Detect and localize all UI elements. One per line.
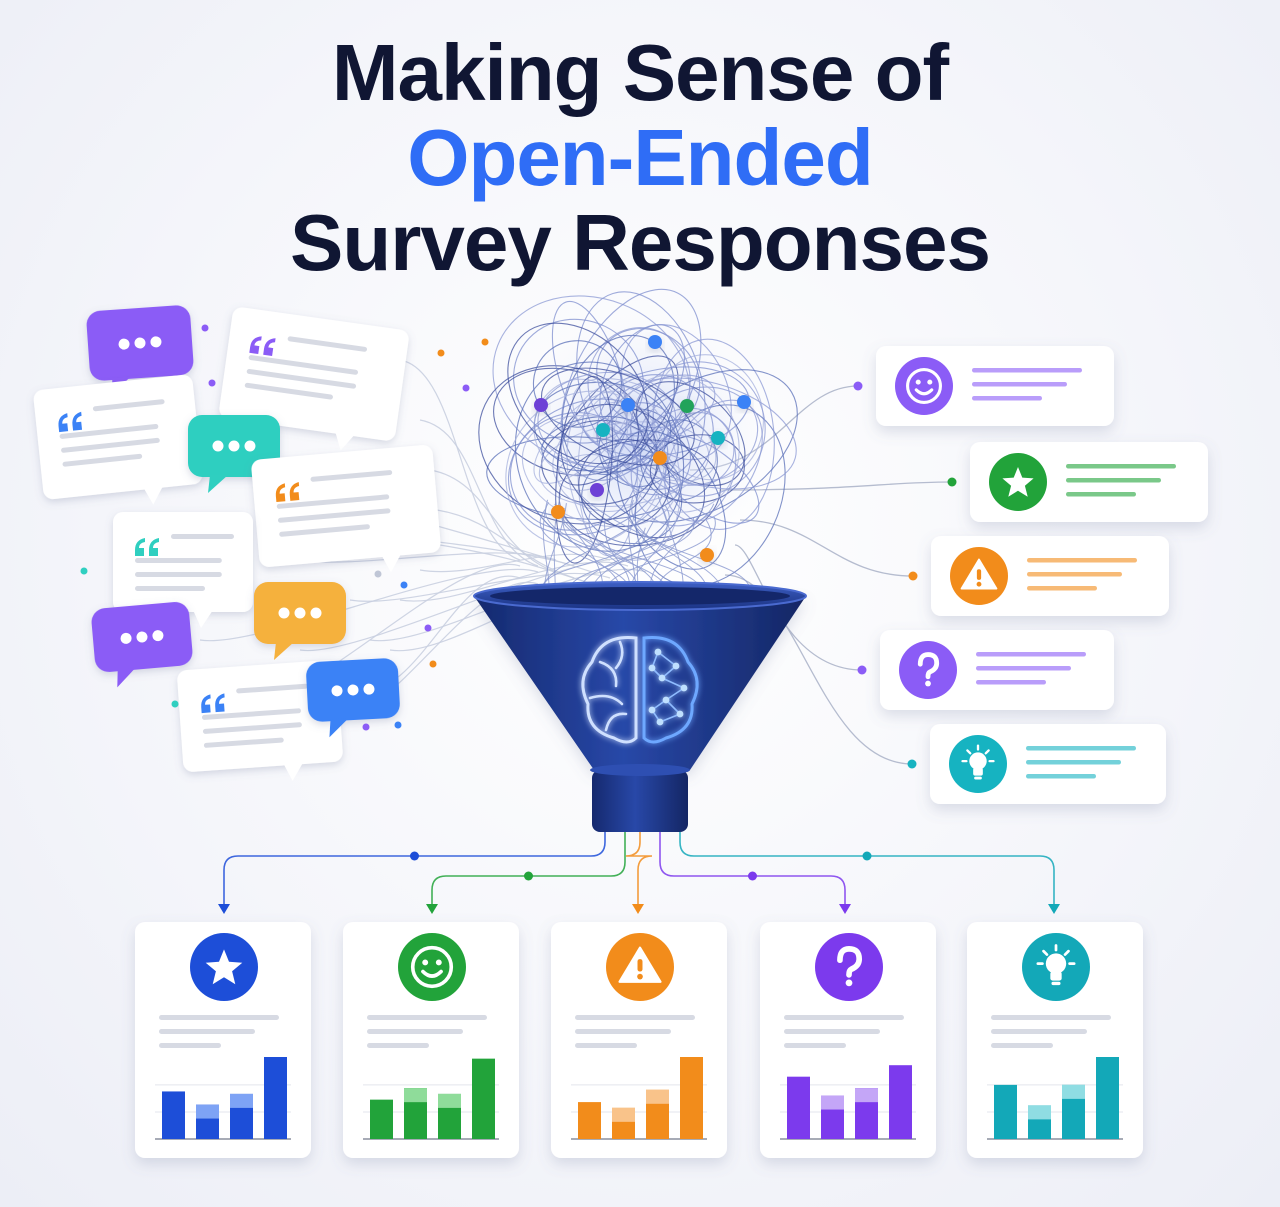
bar xyxy=(264,1057,287,1139)
bar xyxy=(680,1057,703,1139)
quote-card xyxy=(219,307,409,451)
processing-tangle xyxy=(478,288,798,593)
bar xyxy=(162,1091,185,1139)
survey-responses-cluster xyxy=(33,305,489,781)
confetti-dots xyxy=(80,324,489,731)
bar-highlight xyxy=(230,1093,253,1108)
text-lines xyxy=(244,336,368,400)
ellipsis-icon xyxy=(120,630,164,644)
question-icon xyxy=(815,933,883,1001)
bar-highlight xyxy=(646,1089,669,1104)
report-connectors xyxy=(218,832,1060,914)
category-list xyxy=(876,346,1208,804)
quote-card xyxy=(33,374,203,505)
report-card xyxy=(551,922,727,1158)
category-card xyxy=(880,630,1114,710)
report-card xyxy=(967,922,1143,1158)
title-line-1: Making Sense of xyxy=(331,28,949,117)
report-card xyxy=(760,922,936,1158)
question-icon xyxy=(899,641,957,699)
text-lines xyxy=(59,399,165,467)
bar-highlight xyxy=(196,1104,219,1119)
quote-card xyxy=(113,512,253,628)
report-card xyxy=(135,922,311,1158)
report-cards xyxy=(135,922,1143,1158)
chat-bubble xyxy=(91,602,193,688)
quote-card xyxy=(251,445,441,573)
category-card xyxy=(970,442,1208,522)
warning-icon xyxy=(606,933,674,1001)
quote-card xyxy=(177,660,343,781)
bar-highlight xyxy=(404,1088,427,1103)
ellipsis-icon xyxy=(118,336,162,350)
quote-icon xyxy=(135,538,159,556)
bar xyxy=(370,1099,393,1139)
category-card xyxy=(931,536,1169,616)
mini-bar-chart xyxy=(780,1065,916,1140)
text-lines xyxy=(1066,464,1176,497)
bar xyxy=(994,1084,1017,1139)
title-line-3: Survey Responses xyxy=(290,198,991,287)
warning-icon xyxy=(950,547,1008,605)
ellipsis-icon xyxy=(278,607,322,619)
mini-bar-chart xyxy=(987,1057,1123,1140)
text-lines xyxy=(1026,746,1136,779)
text-lines xyxy=(276,470,393,537)
text-lines xyxy=(784,1015,904,1048)
text-lines xyxy=(367,1015,487,1048)
title-line-2: Open-Ended xyxy=(407,113,874,202)
bar xyxy=(578,1102,601,1139)
smiley-icon xyxy=(398,933,466,1001)
bar-highlight xyxy=(612,1107,635,1122)
input-flow-lines xyxy=(199,359,647,721)
report-card xyxy=(343,922,519,1158)
quote-icon xyxy=(201,693,225,714)
bar-highlight xyxy=(855,1088,878,1103)
category-card xyxy=(930,724,1166,804)
chat-bubble xyxy=(254,582,346,660)
quote-icon xyxy=(58,411,83,433)
mini-bar-chart xyxy=(571,1057,707,1140)
smiley-icon xyxy=(895,357,953,415)
brain-icon xyxy=(581,636,699,744)
bar xyxy=(787,1076,810,1139)
mini-bar-chart xyxy=(155,1057,291,1140)
bar-highlight xyxy=(438,1093,461,1108)
chat-bubble xyxy=(306,658,400,738)
star-icon xyxy=(989,453,1047,511)
ellipsis-icon xyxy=(331,683,375,697)
text-lines xyxy=(991,1015,1111,1048)
mini-bar-chart xyxy=(363,1058,499,1140)
text-lines xyxy=(972,368,1082,401)
category-card xyxy=(876,346,1114,426)
ellipsis-icon xyxy=(212,440,256,452)
bar-highlight xyxy=(821,1095,844,1110)
text-lines xyxy=(201,683,309,748)
bar xyxy=(889,1065,912,1139)
ai-funnel xyxy=(473,581,807,832)
lightbulb-icon xyxy=(949,735,1007,793)
quote-icon xyxy=(249,336,276,356)
text-lines xyxy=(159,1015,279,1048)
lightbulb-icon xyxy=(1022,933,1090,1001)
text-lines xyxy=(575,1015,695,1048)
text-lines xyxy=(976,652,1086,685)
star-icon xyxy=(190,933,258,1001)
page-title: Making Sense of Open-Ended Survey Respon… xyxy=(0,30,1280,285)
bar-highlight xyxy=(1028,1105,1051,1120)
quote-icon xyxy=(275,482,300,503)
bar xyxy=(472,1058,495,1139)
text-lines xyxy=(1027,558,1137,591)
bar xyxy=(1096,1057,1119,1139)
text-lines xyxy=(135,534,234,591)
bar-highlight xyxy=(1062,1084,1085,1099)
